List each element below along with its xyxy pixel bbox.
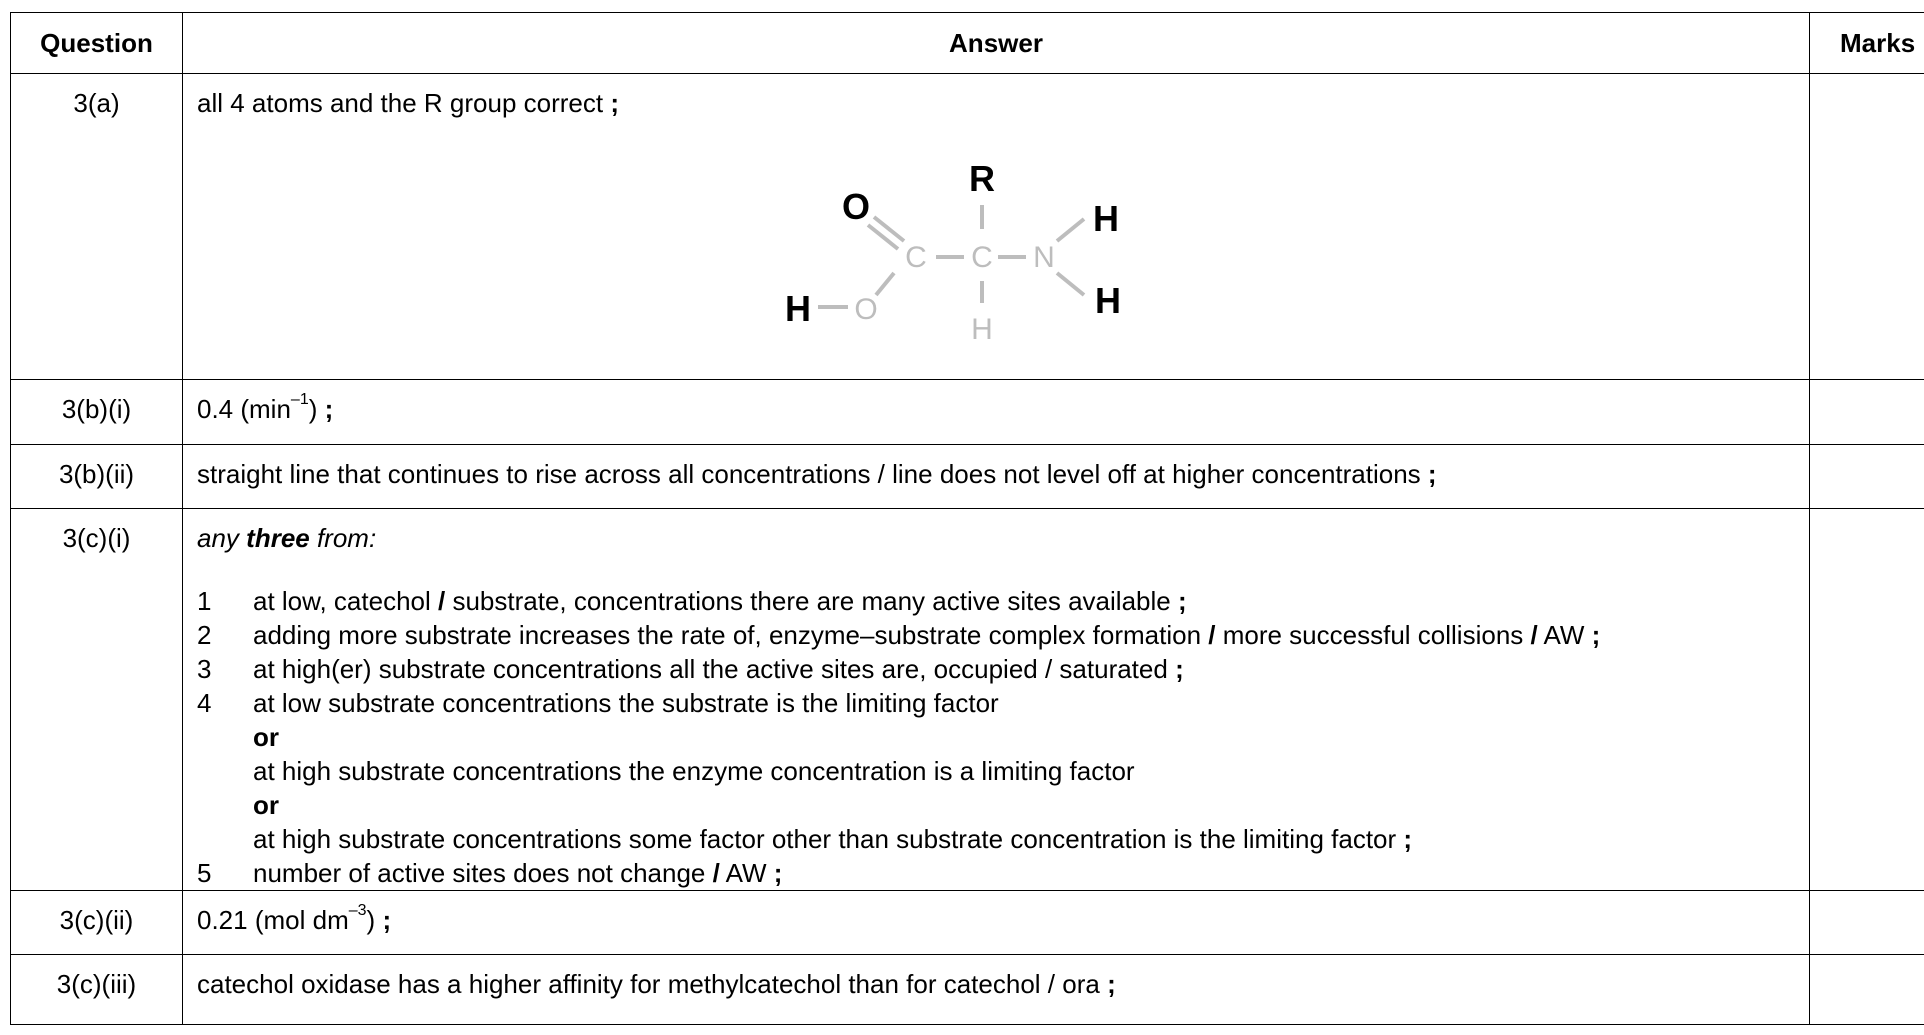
answer-text: catechol oxidase has a higher affinity f… (197, 969, 1100, 999)
table-row: 3(c)(ii) 0.21 (mol dm–3) ; 1 (10, 890, 1924, 955)
answer-cell: straight line that continues to rise acr… (182, 444, 1810, 509)
header-marks: Marks (1809, 12, 1924, 74)
atom-N: N (1033, 241, 1055, 274)
or-connector: or (253, 790, 279, 820)
question-number: 3(c)(iii) (10, 954, 183, 1025)
marks-value: 1 (1809, 890, 1924, 955)
answer-text-end: ) (308, 394, 318, 424)
atom-H-amine-top: H (1093, 198, 1119, 239)
semicolon: ; (610, 88, 620, 118)
marks-value: 1 (1809, 954, 1924, 1025)
question-number: 3(c)(i) (10, 508, 183, 891)
superscript: –1 (290, 391, 309, 408)
intro-text: any three from: (197, 523, 377, 553)
marks-value: 1 (1809, 73, 1924, 380)
atom-H-amine-bottom: H (1095, 280, 1121, 321)
table-row: 3(b)(i) 0.4 (min–1) ; 1 (10, 379, 1924, 445)
semicolon: ; (1107, 969, 1116, 999)
intro-bold: three (246, 523, 310, 553)
amino-acid-structure-diagram: R O H H H C C N O H (786, 158, 1121, 346)
atom-O-hydroxyl: O (854, 293, 877, 326)
table-row: 3(a) all 4 atoms and the R group correct… (10, 73, 1924, 380)
question-number: 3(b)(ii) (10, 444, 183, 509)
answer-text-end: ) (366, 905, 376, 935)
answer-text: 0.21 (mol dm (197, 905, 349, 935)
question-number: 3(b)(i) (10, 379, 183, 445)
answer-cell: 0.21 (mol dm–3) ; (182, 890, 1810, 955)
marks-value: 3 (1809, 508, 1924, 891)
superscript: –3 (348, 902, 367, 919)
answer-cell: catechol oxidase has a higher affinity f… (182, 954, 1810, 1025)
answer-cell: all 4 atoms and the R group correct ; R (182, 73, 1810, 380)
atom-O-double: O (842, 186, 870, 227)
or-connector: or (253, 722, 279, 752)
atom-R: R (969, 158, 995, 199)
answer-text: 0.4 (min (197, 394, 291, 424)
answer-text: straight line that continues to rise acr… (197, 459, 1421, 489)
semicolon: ; (382, 905, 392, 935)
question-number: 3(a) (10, 73, 183, 380)
semicolon: ; (324, 394, 334, 424)
atom-C-alpha: C (971, 241, 993, 274)
answer-text: all 4 atoms and the R group correct (197, 88, 604, 118)
table-row: 3(b)(ii) straight line that continues to… (10, 444, 1924, 509)
atom-H-alpha: H (971, 313, 993, 346)
marks-value: 1 (1809, 379, 1924, 445)
atom-C-carboxyl: C (905, 241, 927, 274)
answer-cell: 0.4 (min–1) ; (182, 379, 1810, 445)
header-row: Question Answer Marks (10, 12, 1924, 74)
table-row: 3(c)(iii) catechol oxidase has a higher … (10, 954, 1924, 1025)
marks-value: 1 (1809, 444, 1924, 509)
mark-scheme-table: Question Answer Marks 3(a) all 4 atoms a… (10, 12, 1924, 1025)
semicolon: ; (1427, 459, 1437, 489)
atom-H-hydroxyl: H (786, 288, 811, 329)
question-number: 3(c)(ii) (10, 890, 183, 955)
header-answer: Answer (182, 12, 1810, 74)
header-question: Question (10, 12, 183, 74)
